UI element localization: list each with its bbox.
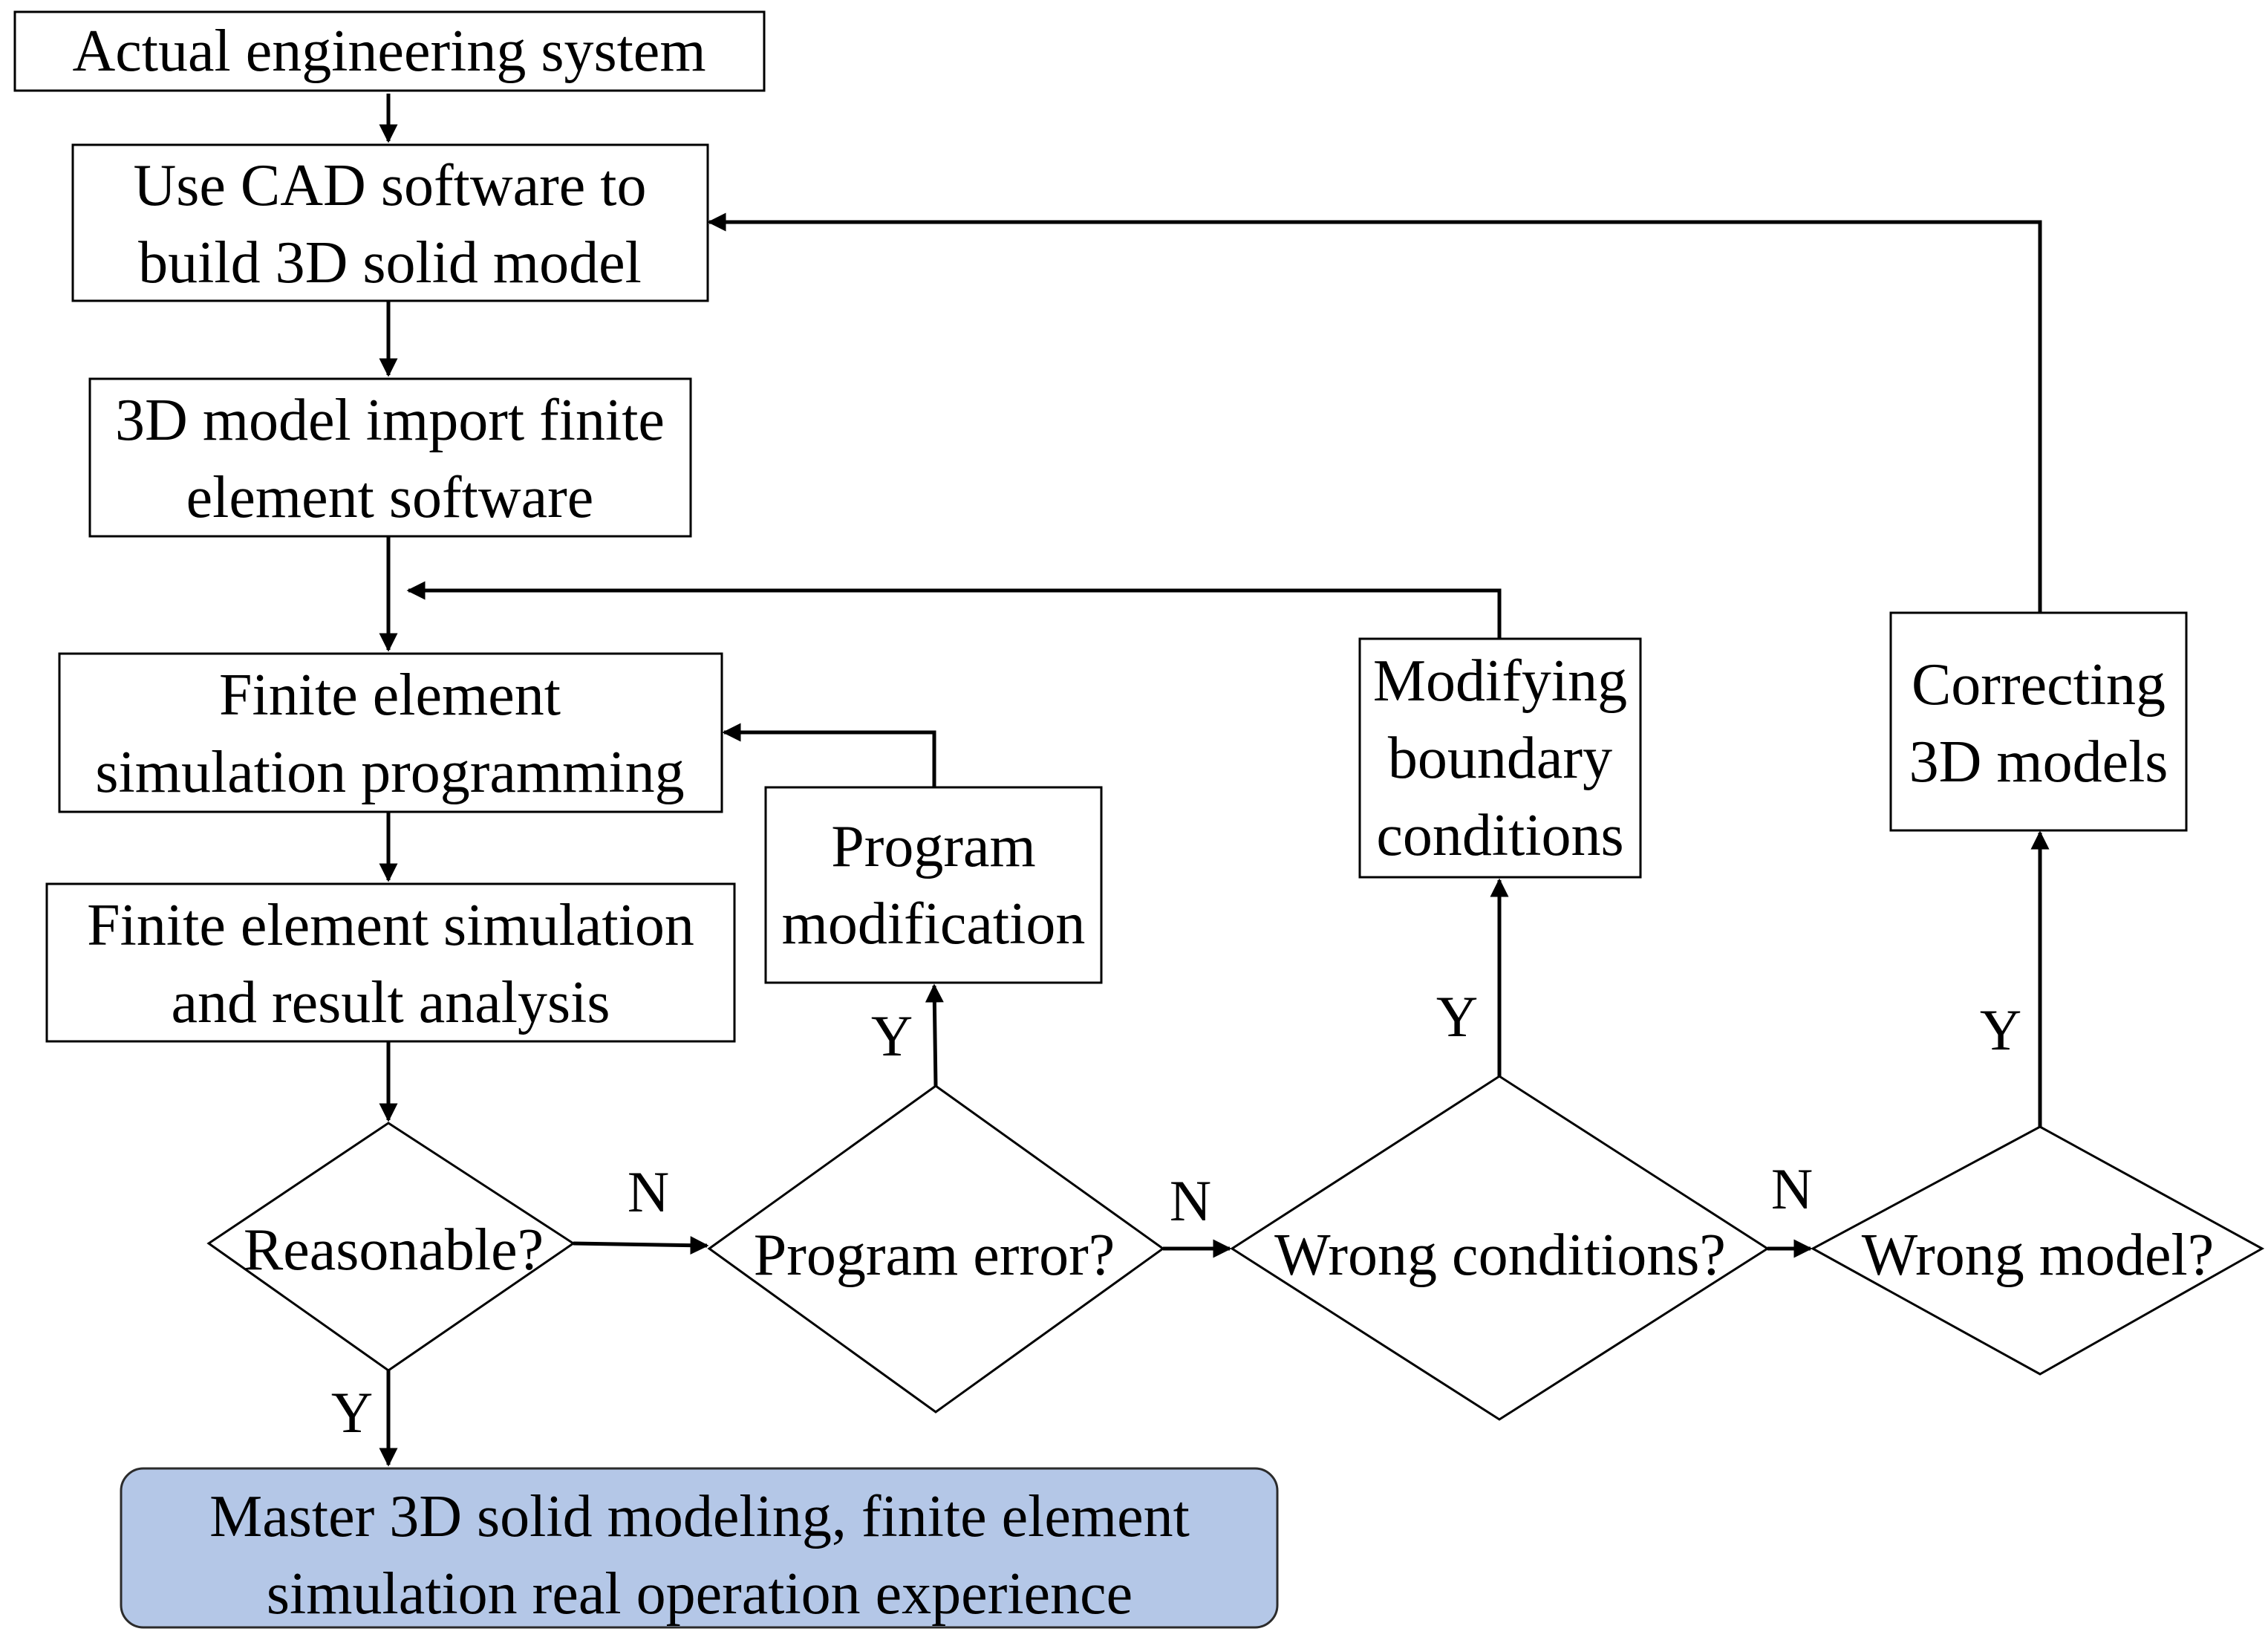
node-modifying-boundary-conditions-line-3: conditions bbox=[1376, 803, 1623, 868]
node-master-experience-line-2: simulation real operation experience bbox=[267, 1561, 1133, 1627]
edge-modification-to-programming bbox=[722, 723, 936, 787]
node-fe-simulation-analysis: Finite element simulation and result ana… bbox=[45, 882, 736, 1043]
node-program-modification: Program modification bbox=[764, 786, 1103, 984]
node-master-experience-line-1: Master 3D solid modeling, finite element bbox=[209, 1484, 1190, 1549]
node-program-modification-line-2: modification bbox=[782, 891, 1086, 957]
decision-wrong-model-text: Wrong model? bbox=[1862, 1223, 2214, 1288]
node-correcting-3d-models-line-1: Correcting bbox=[1912, 652, 2166, 718]
node-fe-simulation-programming: Finite element simulation programming bbox=[58, 652, 723, 813]
decision-wrong-conditions-text: Wrong conditions? bbox=[1274, 1223, 1726, 1288]
node-use-cad-software-line-2: build 3D solid model bbox=[138, 230, 642, 296]
node-3d-model-import-line-1: 3D model import finite bbox=[115, 388, 665, 453]
edge-boundary-to-programming-input bbox=[406, 581, 1502, 639]
edge-labels: N Y N Y N Y Y bbox=[331, 984, 2021, 1445]
node-3d-model-import-line-2: element software bbox=[186, 465, 594, 530]
decision-program-error: Program error? bbox=[707, 1084, 1165, 1413]
decision-wrong-model: Wrong model? bbox=[1810, 1125, 2265, 1376]
node-modifying-boundary-conditions: Modifying boundary conditions bbox=[1358, 637, 1642, 879]
decision-wrong-conditions: Wrong conditions? bbox=[1230, 1075, 1770, 1421]
node-modifying-boundary-conditions-line-1: Modifying bbox=[1373, 648, 1627, 714]
decision-program-error-text: Program error? bbox=[754, 1223, 1115, 1288]
node-fe-simulation-analysis-line-2: and result analysis bbox=[172, 970, 610, 1035]
node-use-cad-software: Use CAD software to build 3D solid model bbox=[71, 143, 709, 302]
node-correcting-3d-models: Correcting 3D models bbox=[1889, 611, 2188, 832]
label-reasonable-no: N bbox=[628, 1159, 669, 1224]
node-modifying-boundary-conditions-line-2: boundary bbox=[1388, 726, 1612, 791]
label-wrong-model-yes: Y bbox=[1980, 998, 2021, 1062]
label-program-error-no: N bbox=[1170, 1168, 1211, 1233]
node-fe-simulation-programming-line-1: Finite element bbox=[219, 663, 561, 728]
node-3d-model-import: 3D model import finite element software bbox=[88, 377, 692, 538]
node-fe-simulation-analysis-line-1: Finite element simulation bbox=[87, 893, 694, 958]
node-master-experience: Master 3D solid modeling, finite element… bbox=[120, 1467, 1279, 1629]
decision-reasonable-text: Reasonable? bbox=[244, 1217, 544, 1283]
label-reasonable-yes: Y bbox=[331, 1380, 373, 1445]
label-wrong-conditions-no: N bbox=[1771, 1156, 1813, 1221]
node-actual-engineering-system: Actual engineering system bbox=[13, 10, 766, 92]
label-program-error-yes: Y bbox=[871, 1003, 913, 1068]
node-fe-simulation-programming-line-2: simulation programming bbox=[95, 740, 684, 805]
edge-correcting-to-cad bbox=[707, 212, 2042, 613]
edge-program-error-yes-to-modification bbox=[925, 983, 944, 1087]
node-correcting-3d-models-line-2: 3D models bbox=[1909, 729, 2168, 795]
label-wrong-conditions-yes: Y bbox=[1436, 984, 1478, 1049]
node-use-cad-software-line-1: Use CAD software to bbox=[134, 153, 647, 218]
node-program-modification-line-1: Program bbox=[831, 814, 1036, 879]
edge-reasonable-no-to-program-error bbox=[573, 1236, 709, 1255]
decision-reasonable: Reasonable? bbox=[206, 1122, 576, 1372]
node-actual-engineering-system-line-1: Actual engineering system bbox=[72, 19, 706, 84]
connectors bbox=[379, 94, 2050, 1467]
